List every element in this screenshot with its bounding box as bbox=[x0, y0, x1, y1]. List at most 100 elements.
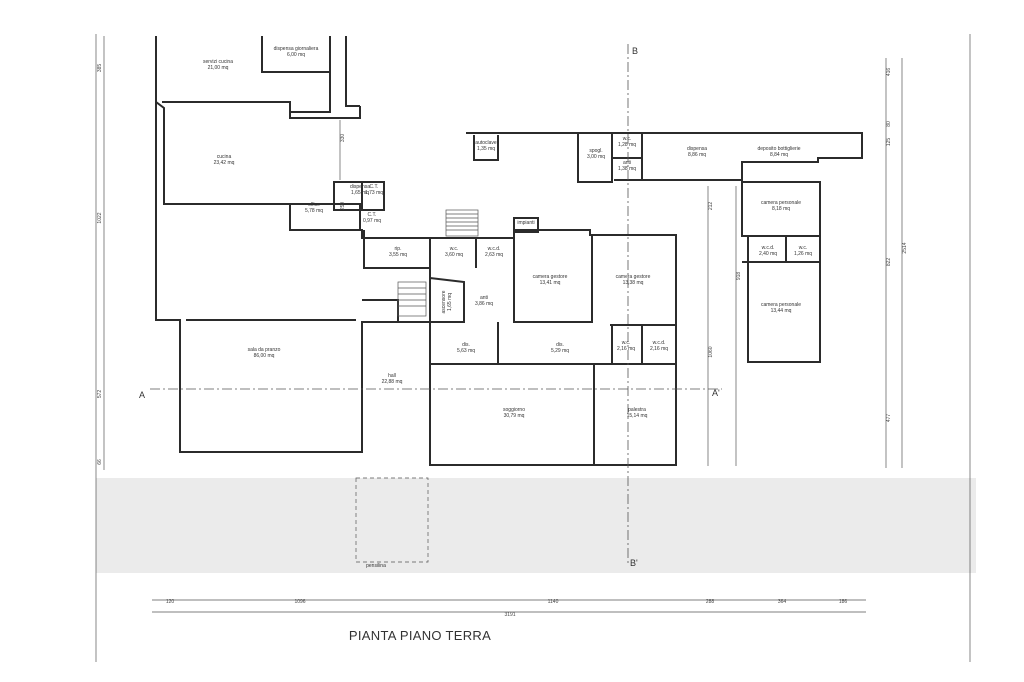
room-area-dispensa-giornaliera: 6,00 mq bbox=[287, 52, 305, 58]
room-area-ct-1: 1,73 mq bbox=[365, 190, 383, 196]
room-name-deposito: deposito bottiglierie bbox=[757, 146, 800, 152]
room-area-cucina: 23,42 mq bbox=[214, 160, 235, 166]
room-area-rip: 3,55 mq bbox=[389, 252, 407, 258]
room-area-servizi-cucina: 21,00 mq bbox=[208, 65, 229, 71]
dim-bottom-2: 1096 bbox=[294, 599, 305, 605]
room-area-wcd-1: 2,63 mq bbox=[485, 252, 503, 258]
room-name-pensilina: pensilina bbox=[366, 563, 386, 569]
dim-left-4: 66 bbox=[97, 459, 103, 465]
room-name-anti: anti bbox=[480, 295, 488, 301]
room-name-cucina: cucina bbox=[217, 154, 232, 160]
room-name-wcd-1: w.c.d. bbox=[488, 246, 501, 252]
room-name-antiwc: anti bbox=[623, 160, 631, 166]
dim-bottom-1: 120 bbox=[166, 599, 175, 605]
room-area-deposito: 8,84 mq bbox=[770, 152, 788, 158]
section-b-top: B bbox=[632, 46, 638, 56]
room-name-wc-3: w.c. bbox=[799, 245, 808, 251]
room-name-dis-1: dis. bbox=[462, 342, 470, 348]
room-area-soggiorno: 30,79 mq bbox=[504, 413, 525, 419]
dim-bottom-4: 288 bbox=[706, 599, 715, 605]
sheet-grey-strip bbox=[96, 478, 976, 573]
room-area-autoclave: 1,35 mq bbox=[477, 146, 495, 152]
section-a-left: A bbox=[139, 390, 145, 400]
room-area-office: 5,78 mq bbox=[305, 208, 323, 214]
room-name-camera-personale-1: camera personale bbox=[761, 200, 801, 206]
dim-left-1: 385 bbox=[97, 64, 103, 73]
dim-right-2: 80 bbox=[886, 121, 892, 127]
room-name-wcd-2: w.c.d. bbox=[762, 245, 775, 251]
dim-bottom-5: 364 bbox=[778, 599, 787, 605]
room-area-dispensa-small: 1,65 mq bbox=[351, 190, 369, 196]
room-name-servizi-cucina: servizi cucina bbox=[203, 59, 233, 65]
room-name-wc-4: w.c. bbox=[622, 340, 631, 346]
section-a-right: A' bbox=[712, 388, 720, 398]
room-area-ascensore: 1,65 mq bbox=[447, 293, 453, 311]
dim-right-1: 416 bbox=[886, 68, 892, 77]
dim-total: 3191 bbox=[504, 612, 515, 618]
room-name-dispensa-giornaliera: dispensa giornaliera bbox=[274, 46, 319, 52]
room-area-dispensa-big: 8,86 mq bbox=[688, 152, 706, 158]
drawing-title: PIANTA PIANO TERRA bbox=[348, 628, 492, 643]
walls bbox=[155, 36, 863, 466]
room-name-dispensa-big: dispensa bbox=[687, 146, 707, 152]
room-name-palestra: palestra bbox=[628, 407, 646, 413]
room-name-autoclave: autoclave bbox=[475, 140, 497, 146]
room-name-impianti: impianti bbox=[517, 220, 534, 226]
room-name-soggiorno: soggiorno bbox=[503, 407, 525, 413]
room-name-camera-gestore-1: camera gestore bbox=[533, 274, 568, 280]
section-b-bottom: B' bbox=[630, 558, 638, 568]
room-area-camera-gestore-2: 13,38 mq bbox=[623, 280, 644, 286]
room-name-sala-pranzo: sala da pranzo bbox=[248, 347, 281, 353]
room-area-anti: 3,86 mq bbox=[475, 301, 493, 307]
room-name-wc-2: w.c. bbox=[623, 136, 632, 142]
room-area-antiwc: 1,38 mq bbox=[618, 166, 636, 172]
room-area-camera-personale-1: 8,18 mq bbox=[772, 206, 790, 212]
dim-bottom-6: 186 bbox=[839, 599, 848, 605]
room-name-wc-1: w.c. bbox=[450, 246, 459, 252]
room-name-wcd-3: w.c.d. bbox=[653, 340, 666, 346]
dim-right-3: 125 bbox=[886, 138, 892, 147]
room-area-wc-1: 3,60 mq bbox=[445, 252, 463, 258]
dim-left-2: 1022 bbox=[97, 212, 103, 223]
room-area-hall: 22,88 mq bbox=[382, 379, 403, 385]
room-name-ct-1: C.T. bbox=[370, 184, 379, 190]
staircase bbox=[397, 209, 479, 317]
room-area-dis-2: 5,29 mq bbox=[551, 348, 569, 354]
room-name-camera-personale-2: camera personale bbox=[761, 302, 801, 308]
room-area-camera-personale-2: 13,44 mq bbox=[771, 308, 792, 314]
room-name-ct-2: C.T. bbox=[368, 212, 377, 218]
room-area-ct-2: 0,97 mq bbox=[363, 218, 381, 224]
room-name-ascensore: ascensore bbox=[441, 290, 447, 313]
dim-right-total: 2514 bbox=[902, 242, 908, 253]
pensilina-outline bbox=[355, 477, 429, 563]
dim-inner-3: 212 bbox=[708, 202, 714, 211]
room-name-camera-gestore-2: camera gestore bbox=[616, 274, 651, 280]
room-area-wc-3: 1,26 mq bbox=[794, 251, 812, 257]
room-name-spogl: spogl. bbox=[589, 148, 602, 154]
dim-bottom-3: 1140 bbox=[548, 599, 559, 605]
room-area-wcd-2: 2,40 mq bbox=[759, 251, 777, 257]
room-area-sala-pranzo: 86,00 mq bbox=[254, 353, 275, 359]
dim-inner-1: 330 bbox=[340, 134, 346, 143]
dim-inner-5: 1060 bbox=[708, 346, 714, 357]
room-area-palestra: 15,14 mq bbox=[627, 413, 648, 419]
room-name-rip: rip. bbox=[395, 246, 402, 252]
dim-right-4: 822 bbox=[886, 258, 892, 267]
dim-left-3: 572 bbox=[97, 390, 103, 399]
room-area-wc-4: 2,16 mq bbox=[617, 346, 635, 352]
room-area-camera-gestore-1: 13,41 mq bbox=[540, 280, 561, 286]
room-name-dis-2: dis. bbox=[556, 342, 564, 348]
room-area-dis-1: 5,63 mq bbox=[457, 348, 475, 354]
room-name-hall: hall bbox=[388, 373, 396, 379]
dim-inner-4: 918 bbox=[736, 272, 742, 281]
dim-right-5: 477 bbox=[886, 414, 892, 423]
room-area-wcd-3: 2,16 mq bbox=[650, 346, 668, 352]
dim-inner-2: 250 bbox=[340, 202, 346, 211]
room-name-dispensa-small: dispensa bbox=[350, 184, 370, 190]
room-area-wc-2: 1,28 mq bbox=[618, 142, 636, 148]
dimension-lines bbox=[103, 36, 903, 613]
room-area-spogl: 3,00 mq bbox=[587, 154, 605, 160]
room-name-office: office bbox=[308, 202, 320, 208]
